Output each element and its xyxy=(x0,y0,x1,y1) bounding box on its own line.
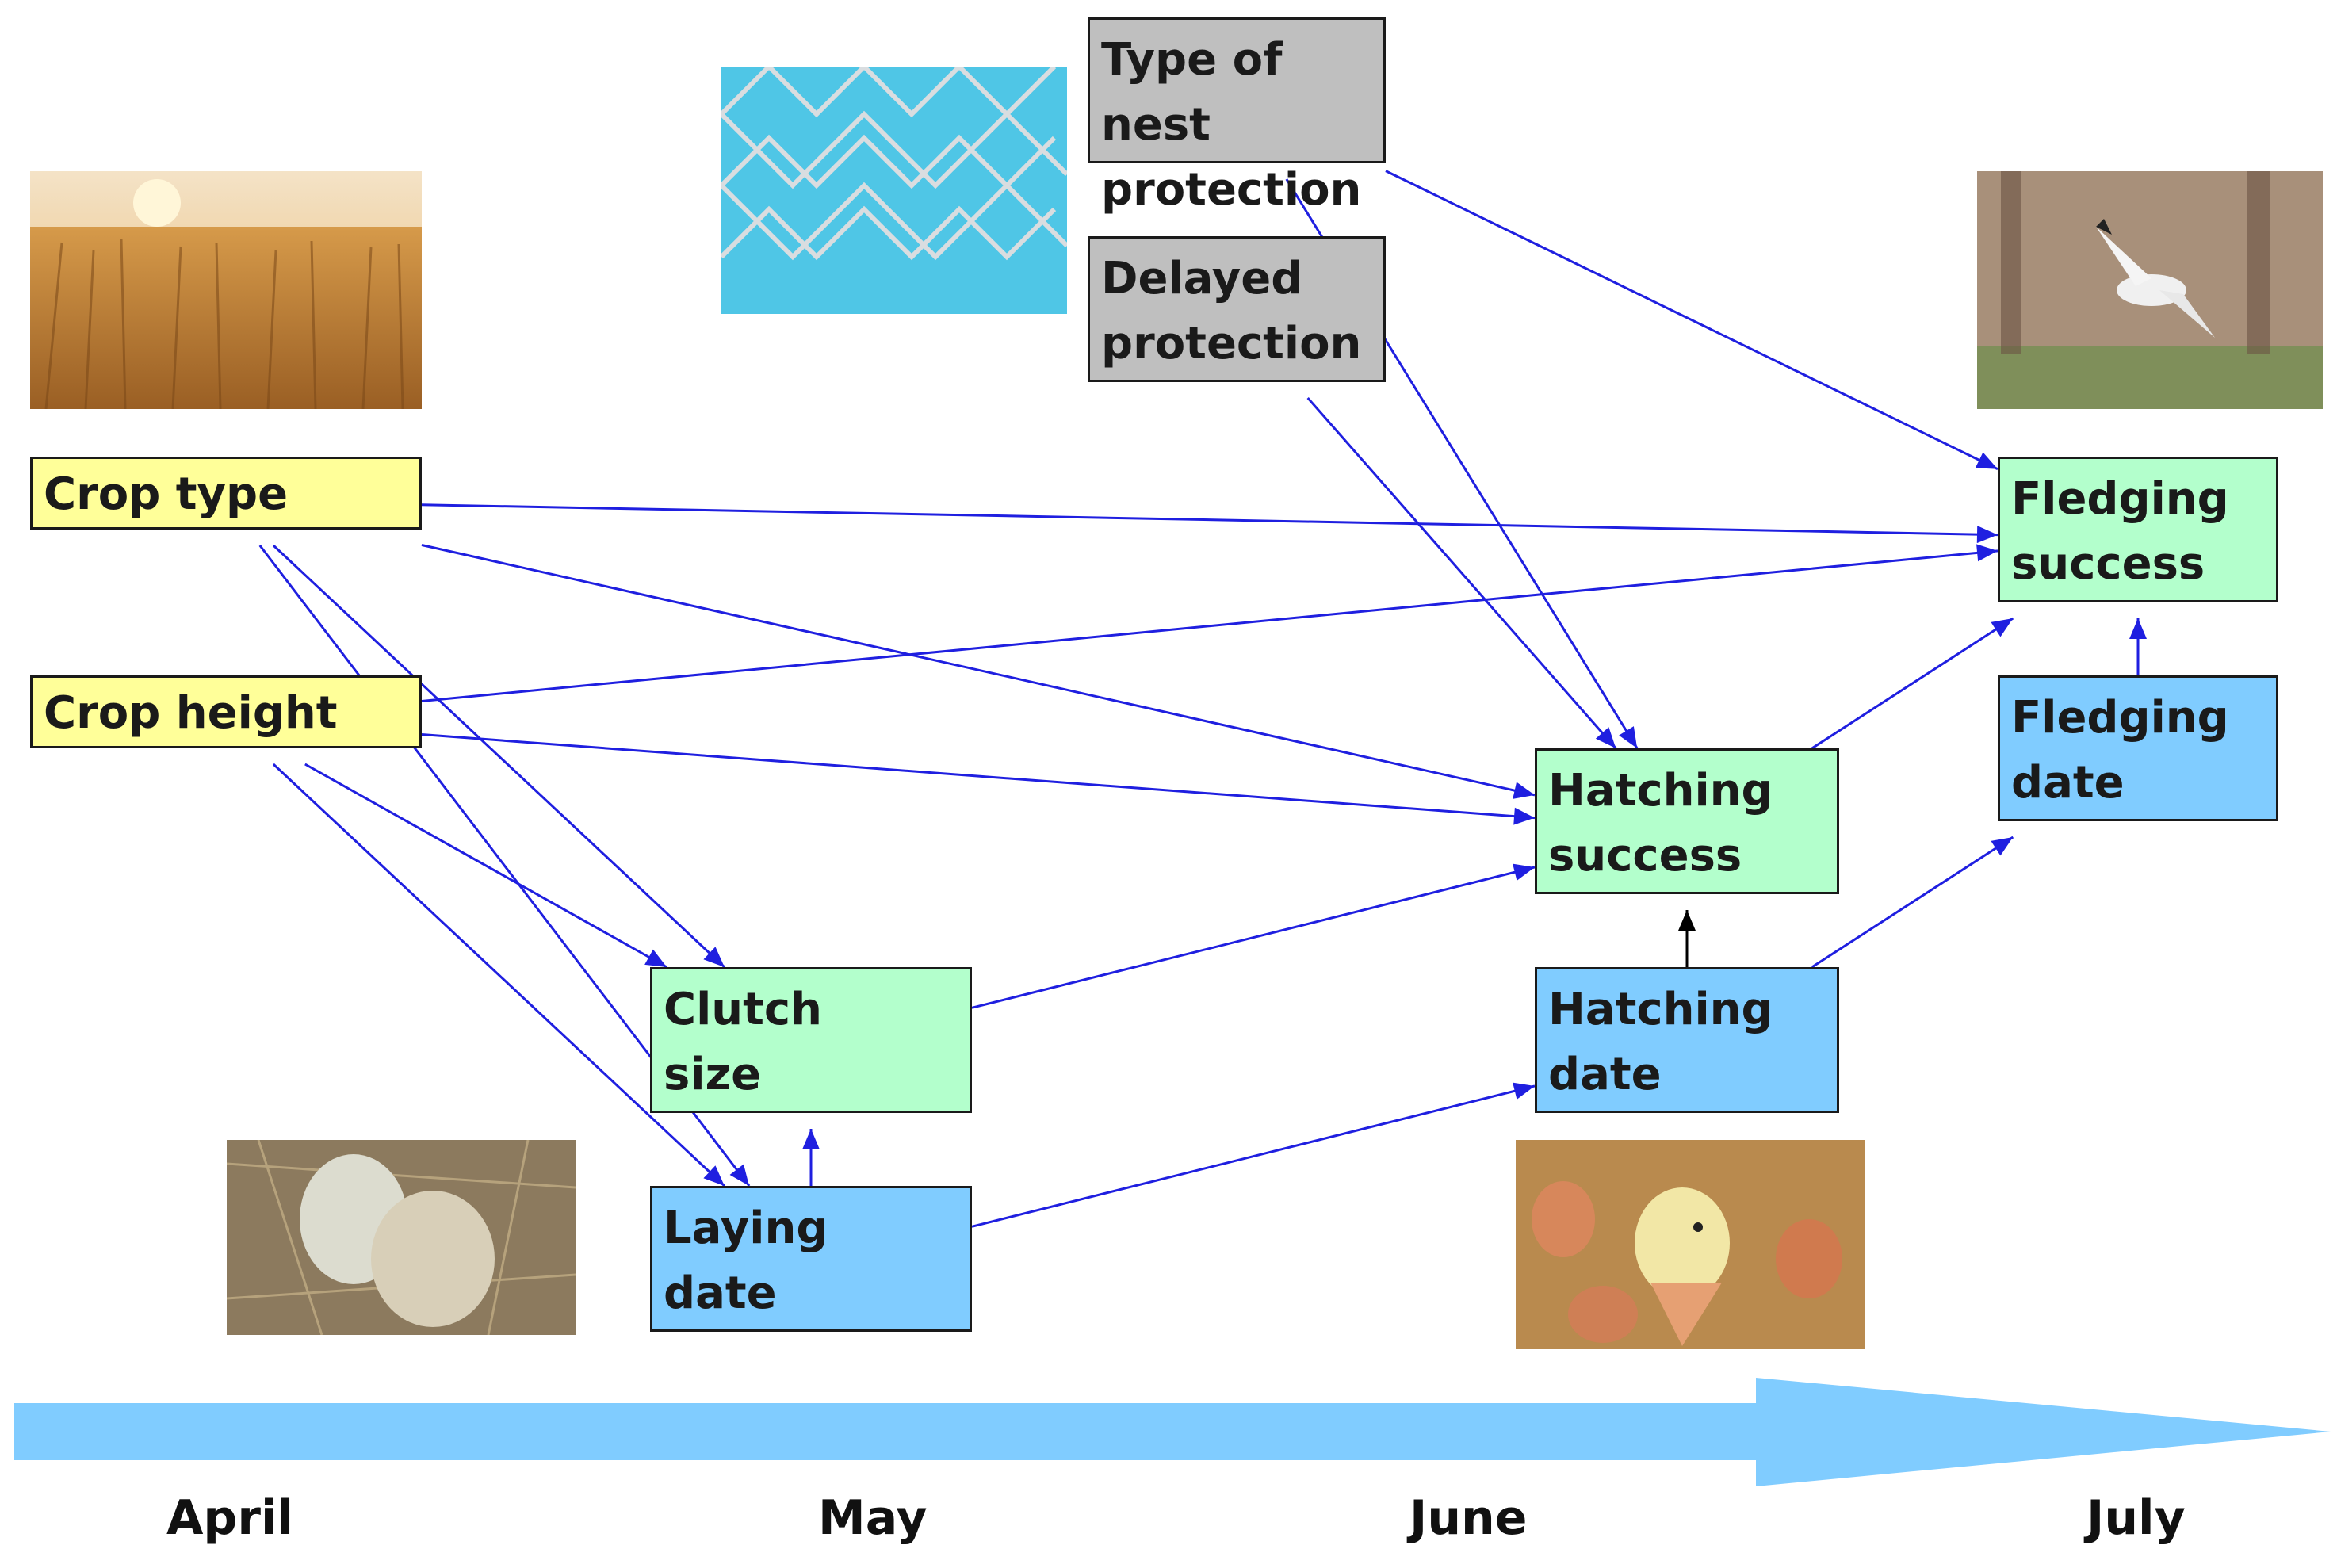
edge-laying_date-to-hatching_date xyxy=(971,1084,1536,1228)
arrowhead-crop_type-to-clutch_size xyxy=(703,947,725,967)
node-crop-height: Crop height xyxy=(30,675,422,748)
arrowhead-delayed_protection-to-hatching_success xyxy=(1595,727,1616,748)
hatching-chick-photo xyxy=(1516,1140,1865,1349)
node-nest-protection: Type of nest protection xyxy=(1088,17,1386,216)
arrowhead-crop_type-to-hatching_success xyxy=(1513,782,1535,799)
arrowhead-hatching_date-to-fledging_date xyxy=(1991,837,2014,856)
node-laying-date: Laying date xyxy=(650,1186,972,1332)
edge-crop_height-to-laying_date xyxy=(272,763,725,1187)
node-fledging-date: Fledging date xyxy=(1998,675,2278,821)
month-may: May xyxy=(818,1490,928,1546)
arrowhead-fledging_date-to-fledging_success xyxy=(2129,618,2147,639)
node-hatching-success: Hatching success xyxy=(1535,748,1839,894)
arrowhead-hatching_date-to-hatching_success xyxy=(1678,910,1696,931)
month-april: April xyxy=(166,1490,294,1546)
eggs-in-nest-photo xyxy=(227,1140,576,1335)
edge-crop_height-to-fledging_success xyxy=(421,549,1998,702)
edge-hatching_success-to-fledging_success xyxy=(1811,617,2014,750)
edge-crop_height-to-clutch_size xyxy=(304,763,667,969)
month-june: June xyxy=(1409,1490,1528,1546)
node-fledging-success: Fledging success xyxy=(1998,457,2278,602)
edge-crop_type-to-clutch_size xyxy=(272,544,725,969)
node-hatching-date: Hatching date xyxy=(1535,967,1839,1113)
timeline-arrow xyxy=(14,1378,2331,1486)
arrowhead-crop_height-to-hatching_success xyxy=(1513,807,1535,825)
arrowhead-crop_type-to-fledging_success xyxy=(1976,526,1998,544)
arrowhead-clutch_size-to-hatching_success xyxy=(1513,863,1535,881)
arrowhead-laying_date-to-hatching_date xyxy=(1513,1082,1535,1100)
node-clutch-size: Clutch size xyxy=(650,967,972,1113)
node-crop-type: Crop type xyxy=(30,457,422,530)
node-delayed-protection: Delayed protection xyxy=(1088,236,1386,382)
edge-hatching_date-to-fledging_date xyxy=(1811,836,2014,969)
arrowhead-nest_protection-to-hatching_success xyxy=(1619,726,1638,748)
arrowhead-crop_height-to-clutch_size xyxy=(644,949,667,967)
arrowhead-crop_type-to-laying_date xyxy=(729,1164,750,1186)
edge-crop_height-to-hatching_success xyxy=(421,732,1536,820)
edge-crop_type-to-hatching_success xyxy=(421,544,1536,797)
arrowhead-nest_protection-to-fledging_success xyxy=(1975,452,1998,469)
arrowhead-laying_date-to-clutch_size xyxy=(802,1129,820,1149)
arrowhead-crop_height-to-fledging_success xyxy=(1976,544,1998,562)
wheat-field-photo xyxy=(30,171,422,409)
edge-delayed_protection-to-hatching_success xyxy=(1306,397,1617,749)
harrier-bird-photo xyxy=(1977,171,2323,409)
wire-fence-photo xyxy=(721,67,1067,314)
edge-nest_protection-to-fledging_success xyxy=(1385,170,1998,471)
edge-clutch_size-to-hatching_success xyxy=(971,866,1536,1009)
edge-crop_type-to-fledging_success xyxy=(421,503,1998,537)
month-july: July xyxy=(2086,1490,2186,1546)
arrowhead-hatching_success-to-fledging_success xyxy=(1991,618,2014,637)
arrowhead-crop_height-to-laying_date xyxy=(703,1165,725,1186)
